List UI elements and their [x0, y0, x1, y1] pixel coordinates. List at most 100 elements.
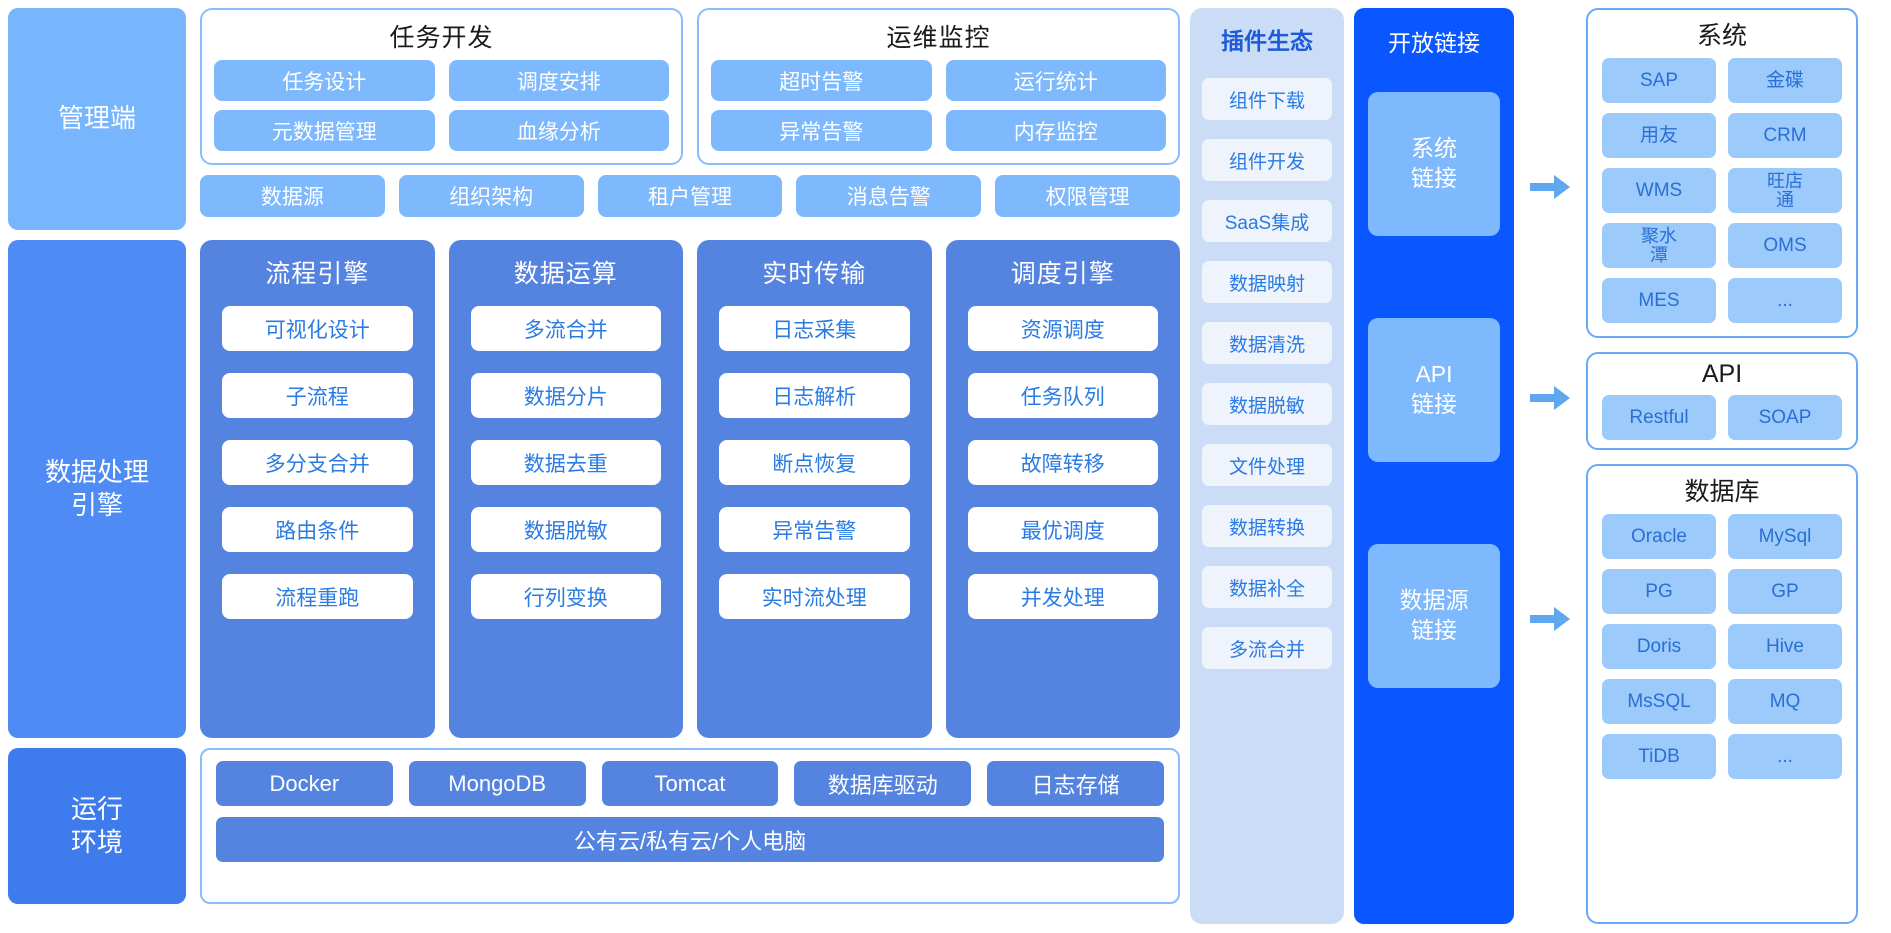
rt-chip-docker[interactable]: Docker: [216, 761, 393, 806]
db-mq[interactable]: MQ: [1728, 679, 1842, 724]
system-yonyou[interactable]: 用友: [1602, 113, 1716, 158]
plugin-component-download[interactable]: 组件下载: [1202, 78, 1332, 120]
db-gp[interactable]: GP: [1728, 569, 1842, 614]
arrow-right-icon: [1530, 386, 1570, 410]
rt-cloud-bar[interactable]: 公有云/私有云/个人电脑: [216, 817, 1164, 862]
plugin-data-cleaning[interactable]: 数据清洗: [1202, 322, 1332, 364]
eitem-flow-rerun[interactable]: 流程重跑: [222, 574, 413, 619]
rail-admin-label: 管理端: [57, 103, 136, 134]
system-oms[interactable]: OMS: [1728, 223, 1842, 268]
api-grid: Restful SOAP: [1602, 395, 1842, 440]
rail-data-processing-engine: 数据处理引擎: [8, 240, 186, 738]
db-more[interactable]: ...: [1728, 734, 1842, 779]
database-grid: Oracle MySql PG GP Doris Hive MsSQL MQ T…: [1602, 514, 1842, 779]
db-pg[interactable]: PG: [1602, 569, 1716, 614]
eitem-failover[interactable]: 故障转移: [967, 440, 1158, 485]
eitem-task-queue[interactable]: 任务队列: [967, 373, 1158, 418]
rt-chip-mongodb[interactable]: MongoDB: [408, 761, 586, 806]
rt-chip-log-storage[interactable]: 日志存储: [987, 761, 1164, 806]
panel-grid: 超时告警 运行统计 异常告警 内存监控: [711, 60, 1166, 151]
chip-tenant-management[interactable]: 租户管理: [597, 175, 783, 217]
eitem-exception-alert[interactable]: 异常告警: [719, 507, 910, 552]
plugin-component-development[interactable]: 组件开发: [1202, 139, 1332, 181]
system-grid: SAP 金碟 用友 CRM WMS 旺店通 聚水潭 OMS MES ...: [1602, 58, 1842, 323]
chip-schedule-arrangement[interactable]: 调度安排: [448, 60, 669, 101]
eitem-data-dedup[interactable]: 数据去重: [470, 440, 661, 485]
eitem-concurrent-processing[interactable]: 并发处理: [967, 574, 1158, 619]
arrow-right-icon: [1530, 175, 1570, 199]
plugin-multi-stream-merge[interactable]: 多流合并: [1202, 627, 1332, 669]
db-tidb[interactable]: TiDB: [1602, 734, 1716, 779]
rt-chip-database-driver[interactable]: 数据库驱动: [794, 761, 972, 806]
eitem-visual-design[interactable]: 可视化设计: [222, 306, 413, 351]
chip-lineage-analysis[interactable]: 血缘分析: [448, 110, 669, 151]
rt-chip-tomcat[interactable]: Tomcat: [601, 761, 779, 806]
eitem-data-masking[interactable]: 数据脱敏: [470, 507, 661, 552]
plugin-ecosystem-column: 插件生态 组件下载 组件开发 SaaS集成 数据映射 数据清洗 数据脱敏 文件处…: [1190, 8, 1344, 924]
plugin-data-transform[interactable]: 数据转换: [1202, 505, 1332, 547]
system-more[interactable]: ...: [1728, 278, 1842, 323]
chip-exception-alert[interactable]: 异常告警: [711, 110, 932, 151]
engine-data-compute: 数据运算 多流合并 数据分片 数据去重 数据脱敏 行列变换: [448, 240, 683, 738]
chip-permission-management[interactable]: 权限管理: [995, 175, 1180, 217]
chip-org-structure[interactable]: 组织架构: [398, 175, 584, 217]
open-link-system[interactable]: 系统链接: [1368, 92, 1500, 236]
db-oracle[interactable]: Oracle: [1602, 514, 1716, 559]
eitem-log-parsing[interactable]: 日志解析: [719, 373, 910, 418]
system-jushuitan[interactable]: 聚水潭: [1602, 223, 1716, 268]
api-restful[interactable]: Restful: [1602, 395, 1716, 440]
eitem-realtime-stream-processing[interactable]: 实时流处理: [719, 574, 910, 619]
top-panels: 任务开发 任务设计 调度安排 元数据管理 血缘分析 运维监控 超时告警 运行统计: [200, 8, 1180, 165]
panel-task-development: 任务开发 任务设计 调度安排 元数据管理 血缘分析: [200, 8, 683, 165]
eitem-route-condition[interactable]: 路由条件: [222, 507, 413, 552]
engine-items: 日志采集 日志解析 断点恢复 异常告警 实时流处理: [719, 306, 910, 722]
db-mssql[interactable]: MsSQL: [1602, 679, 1716, 724]
eitem-data-sharding[interactable]: 数据分片: [470, 373, 661, 418]
db-hive[interactable]: Hive: [1728, 624, 1842, 669]
open-link-datasource[interactable]: 数据源链接: [1368, 544, 1500, 688]
eitem-multi-branch-merge[interactable]: 多分支合并: [222, 440, 413, 485]
plugin-saas-integration[interactable]: SaaS集成: [1202, 200, 1332, 242]
eitem-log-collection[interactable]: 日志采集: [719, 306, 910, 351]
plugin-data-mapping[interactable]: 数据映射: [1202, 261, 1332, 303]
chip-task-design[interactable]: 任务设计: [214, 60, 435, 101]
chip-timeout-alert[interactable]: 超时告警: [711, 60, 932, 101]
system-wms[interactable]: WMS: [1602, 168, 1716, 213]
system-kingdee[interactable]: 金碟: [1728, 58, 1842, 103]
plugin-data-masking[interactable]: 数据脱敏: [1202, 383, 1332, 425]
panel-api-title: API: [1701, 360, 1743, 388]
system-wangdiantong[interactable]: 旺店通: [1728, 168, 1842, 213]
engine-title: 流程引擎: [265, 260, 370, 288]
plugin-data-completion[interactable]: 数据补全: [1202, 566, 1332, 608]
eitem-multi-stream-merge[interactable]: 多流合并: [470, 306, 661, 351]
db-mysql[interactable]: MySql: [1728, 514, 1842, 559]
eitem-breakpoint-recovery[interactable]: 断点恢复: [719, 440, 910, 485]
eitem-subflow[interactable]: 子流程: [222, 373, 413, 418]
runtime-panel: Docker MongoDB Tomcat 数据库驱动 日志存储 公有云/私有云…: [200, 748, 1180, 904]
open-link-title: 开放链接: [1388, 30, 1480, 56]
eitem-optimal-scheduling[interactable]: 最优调度: [967, 507, 1158, 552]
rail-runtime-environment: 运行环境: [8, 748, 186, 904]
chip-message-alert[interactable]: 消息告警: [796, 175, 982, 217]
chip-datasource[interactable]: 数据源: [200, 175, 385, 217]
rail-runtime-label: 运行环境: [70, 793, 123, 857]
system-mes[interactable]: MES: [1602, 278, 1716, 323]
system-sap[interactable]: SAP: [1602, 58, 1716, 103]
eitem-row-column-transform[interactable]: 行列变换: [470, 574, 661, 619]
chip-metadata-management[interactable]: 元数据管理: [214, 110, 435, 151]
panel-database: 数据库 Oracle MySql PG GP Doris Hive MsSQL …: [1586, 464, 1858, 924]
system-crm[interactable]: CRM: [1728, 113, 1842, 158]
engine-scheduler: 调度引擎 资源调度 任务队列 故障转移 最优调度 并发处理: [945, 240, 1180, 738]
panel-title: 运维监控: [886, 24, 991, 52]
panel-api: API Restful SOAP: [1586, 352, 1858, 450]
engine-row: 数据处理引擎 流程引擎 可视化设计 子流程 多分支合并 路由条件 流程重跑 数据…: [8, 240, 1180, 738]
chip-run-statistics[interactable]: 运行统计: [945, 60, 1166, 101]
panel-system-title: 系统: [1696, 22, 1747, 50]
api-soap[interactable]: SOAP: [1728, 395, 1842, 440]
plugin-file-processing[interactable]: 文件处理: [1202, 444, 1332, 486]
chip-memory-monitoring[interactable]: 内存监控: [945, 110, 1166, 151]
db-doris[interactable]: Doris: [1602, 624, 1716, 669]
eitem-resource-scheduling[interactable]: 资源调度: [967, 306, 1158, 351]
